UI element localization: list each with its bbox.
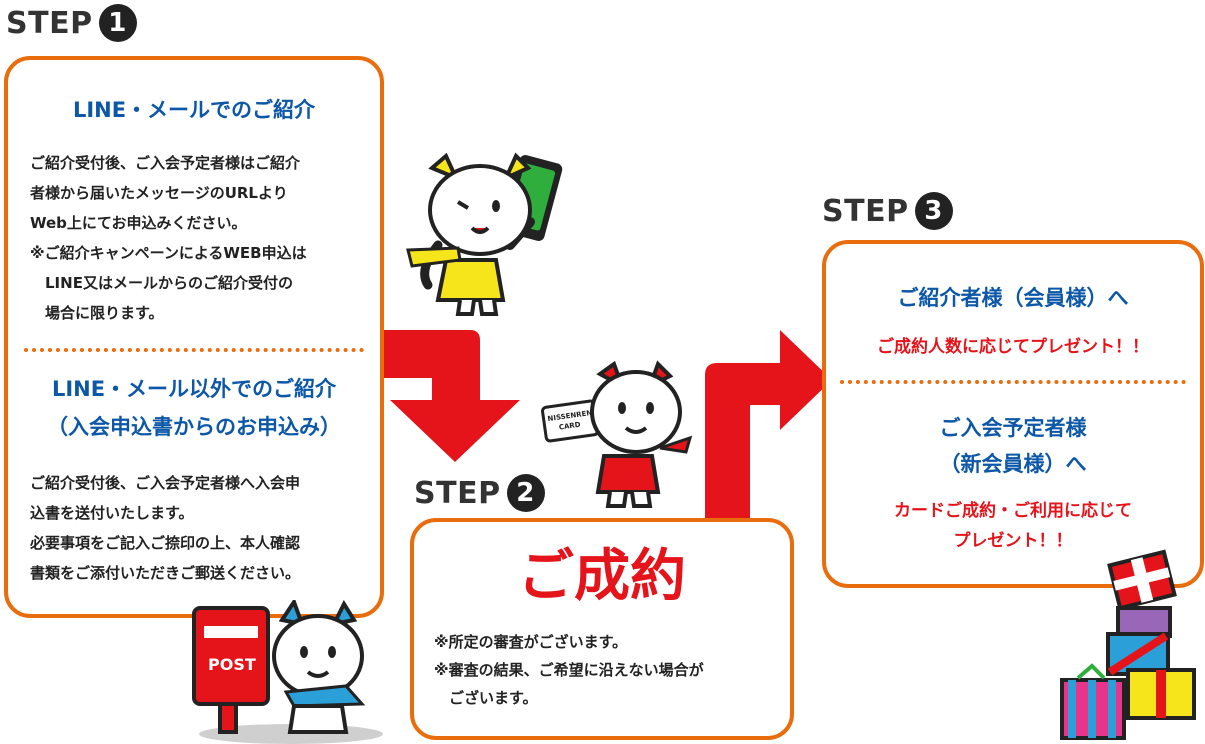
present-line: カードご成約・ご利用に応じて (894, 501, 1132, 521)
new-member-title: ご入会予定者様 （新会員様）へ (826, 410, 1200, 482)
card-text-2: CARD (558, 421, 581, 432)
arrow-step2-to-step3 (705, 330, 832, 520)
step-2-label: STEP 2 (414, 474, 545, 512)
step-number: 2 (506, 474, 545, 512)
title-line: LINE・メール以外でのご紹介 (51, 377, 337, 401)
gift-boxes-illustration (1060, 549, 1196, 740)
present-line: プレゼント！！ (953, 531, 1073, 551)
step-1-box: LINE・メールでのご紹介 ご紹介受付後、ご入会予定者様はご紹介 者様から届いた… (4, 56, 384, 618)
text-line: LINE又はメールからのご紹介受付の (30, 274, 293, 292)
text-line: 書類をご添付いただきご郵送ください。 (30, 564, 301, 582)
step-3-label: STEP 3 (822, 192, 953, 230)
mascot-phone-illustration (406, 152, 563, 316)
text-line: Web上にてお申込みください。 (30, 214, 247, 232)
new-member-present-text: カードご成約・ご利用に応じて プレゼント！！ (826, 496, 1200, 556)
step-1-label: STEP 1 (6, 4, 137, 42)
line-mail-referral-title: LINE・メールでのご紹介 (72, 98, 316, 122)
mascot-card-illustration: NISSENREN CARD (541, 360, 693, 508)
step-text: STEP (822, 193, 909, 229)
other-referral-text: ご紹介受付後、ご入会予定者様へ入会申 込書を送付いたします。 必要事項をご記入ご… (30, 468, 300, 588)
note-line: ございます。 (434, 689, 538, 707)
title-line: （入会申込書からのお申込み） (47, 415, 341, 439)
note-line: ※所定の審査がございます。 (434, 633, 628, 651)
step-number: 1 (98, 4, 137, 42)
text-line: 必要事項をご記入ご捺印の上、本人確認 (30, 534, 301, 552)
step-number: 3 (914, 192, 953, 230)
text-line: ご紹介受付後、ご入会予定者様へ入会申 (30, 474, 301, 492)
text-line: 込書を送付いたします。 (30, 504, 194, 522)
line-mail-referral-text: ご紹介受付後、ご入会予定者様はご紹介 者様から届いたメッセージのURLより We… (30, 148, 307, 328)
other-referral-title: LINE・メール以外でのご紹介 （入会申込書からのお申込み） (8, 370, 380, 446)
step-text: STEP (414, 475, 501, 511)
referrer-title: ご紹介者様（会員様）へ (897, 286, 1129, 310)
referrer-present-text: ご成約人数に応じてプレゼント！！ (877, 337, 1149, 357)
post-text: POST (208, 655, 256, 674)
text-line: ※ご紹介キャンペーンによるWEB申込は (30, 244, 307, 262)
divider (840, 380, 1186, 384)
arrow-step1-to-step2 (380, 330, 520, 462)
text-line: 者様から届いたメッセージのURLより (30, 184, 288, 202)
note-line: ※審査の結果、ご希望に沿えない場合が (434, 661, 704, 679)
text-line: 場合に限ります。 (30, 304, 164, 322)
contract-title: ご成約 (518, 544, 686, 609)
text-line: ご紹介受付後、ご入会予定者様はご紹介 (30, 154, 301, 172)
divider (24, 348, 364, 352)
title-line: ご入会予定者様 (939, 416, 1087, 440)
step-text: STEP (6, 5, 93, 41)
title-line: （新会員様）へ (939, 452, 1087, 476)
review-notes: ※所定の審査がございます。 ※審査の結果、ご希望に沿えない場合が ございます。 (434, 628, 704, 712)
step-3-box: ご紹介者様（会員様）へ ご成約人数に応じてプレゼント！！ ご入会予定者様 （新会… (822, 240, 1204, 588)
mascot-postbox-illustration: POST (192, 600, 383, 744)
step-2-box: ご成約 ※所定の審査がございます。 ※審査の結果、ご希望に沿えない場合が ござい… (410, 518, 794, 740)
